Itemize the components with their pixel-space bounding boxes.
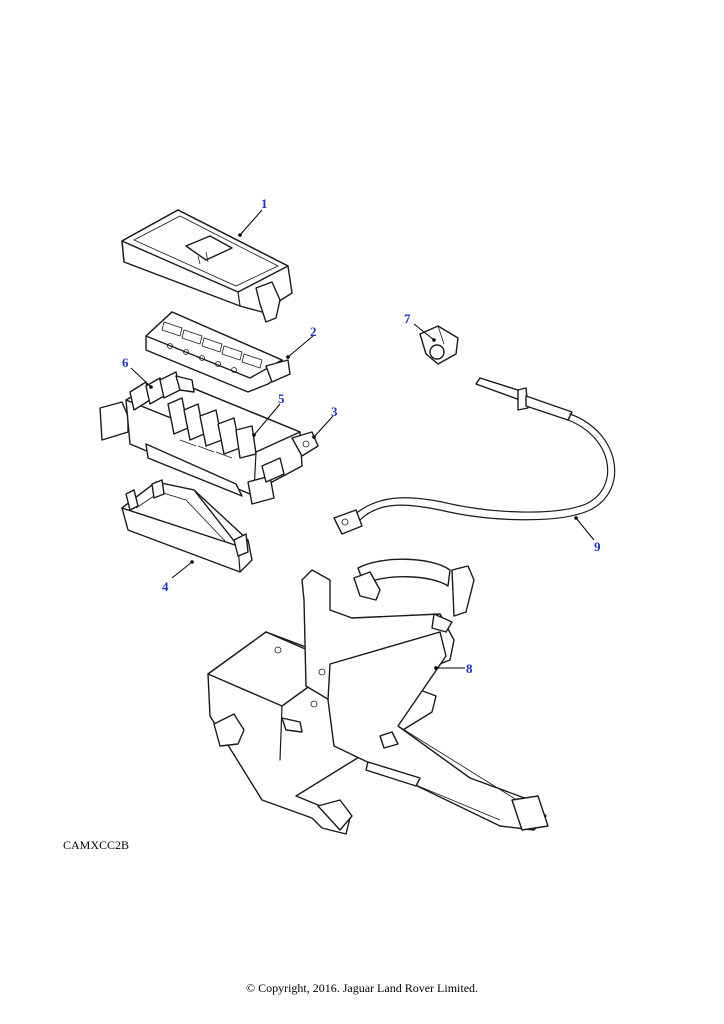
fuses bbox=[129, 371, 195, 411]
fuse-carrier bbox=[145, 311, 291, 393]
cable-clip bbox=[419, 325, 459, 365]
lower-cover-tray bbox=[121, 479, 253, 573]
callout-3: 3 bbox=[331, 404, 338, 419]
cable-assembly bbox=[333, 377, 616, 535]
callout-9: 9 bbox=[594, 539, 601, 554]
callout-8: 8 bbox=[466, 661, 473, 676]
relays bbox=[167, 397, 257, 459]
copyright-notice: © Copyright, 2016. Jaguar Land Rover Lim… bbox=[245, 981, 479, 995]
callout-2: 2 bbox=[310, 324, 317, 339]
callout-5: 5 bbox=[278, 391, 285, 406]
callout-1: 1 bbox=[261, 196, 268, 211]
leader-lines bbox=[130, 209, 595, 670]
diagram-reference-code: CAMXCC2B bbox=[63, 838, 130, 852]
fuse-box-cover bbox=[121, 209, 293, 323]
mounting-bracket bbox=[207, 558, 549, 835]
callout-4: 4 bbox=[162, 579, 169, 594]
callout-6: 6 bbox=[122, 355, 129, 370]
callout-7: 7 bbox=[404, 311, 411, 326]
